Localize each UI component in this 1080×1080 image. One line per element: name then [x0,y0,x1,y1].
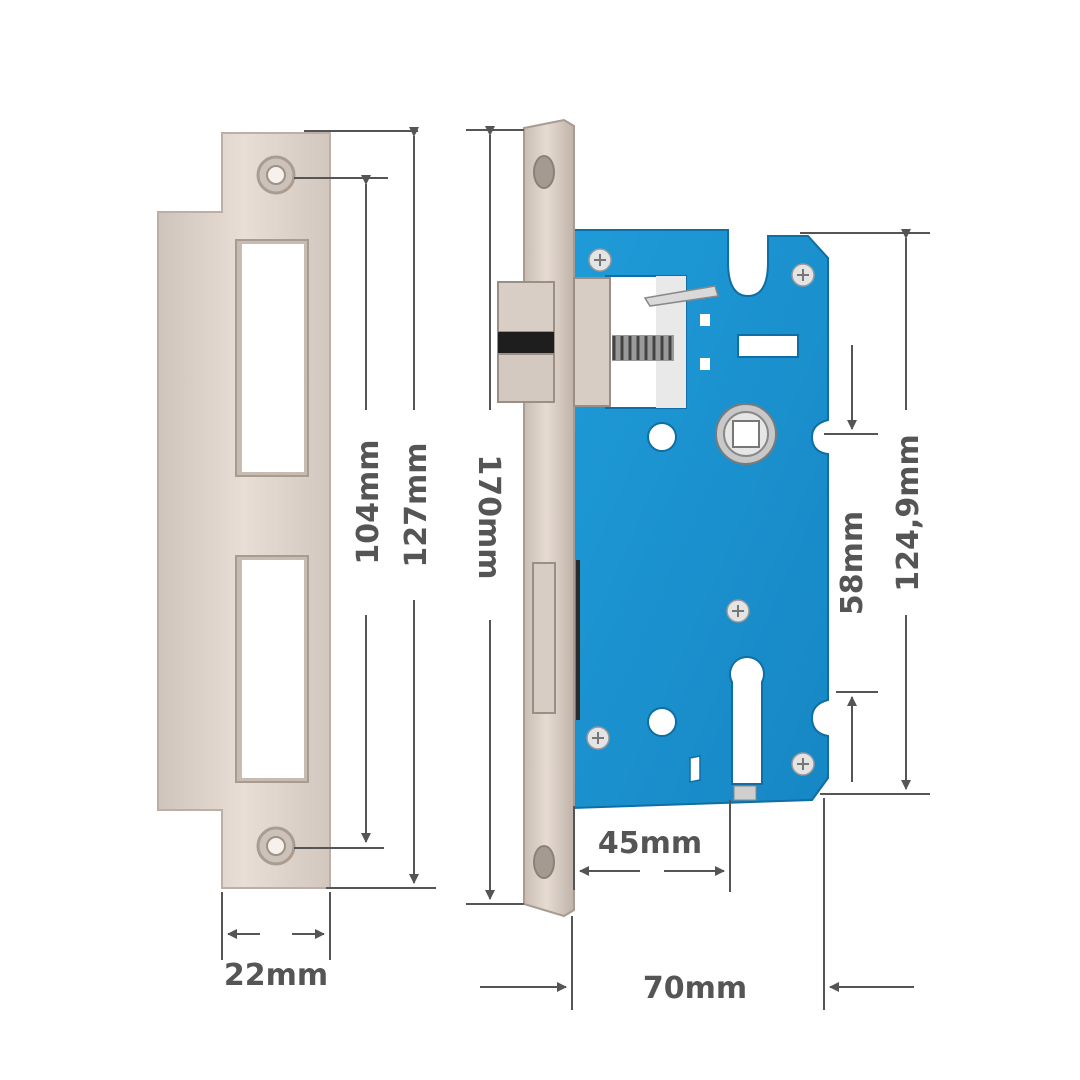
dim-label-22mm: 22mm [224,958,328,993]
dim-label-124-9mm: 124,9mm [891,434,926,591]
lock-body [572,229,829,810]
dim-label-58mm: 58mm [835,511,870,615]
dim-label-170mm: 170mm [471,454,506,579]
left-round-hole [647,422,677,452]
faceplate-top-screw-hole [533,155,555,189]
dim-label-45mm: 45mm [598,826,702,861]
faceplate-bottom-screw-hole [533,845,555,879]
faceplate-bolt-slot [532,562,556,714]
dim-label-127mm: 127mm [399,442,434,567]
cylinder-cutout [729,656,765,785]
faceplate [523,118,580,918]
handle-follower [715,403,777,465]
upper-slot-window [737,334,799,358]
latch-spring [612,335,674,361]
dimension-lines [221,126,930,1010]
dim-label-70mm: 70mm [643,971,747,1006]
screw-icon [586,248,815,776]
latch-bolt [497,277,611,407]
strike-plate [157,132,331,889]
dim-label-104mm: 104mm [351,439,386,564]
